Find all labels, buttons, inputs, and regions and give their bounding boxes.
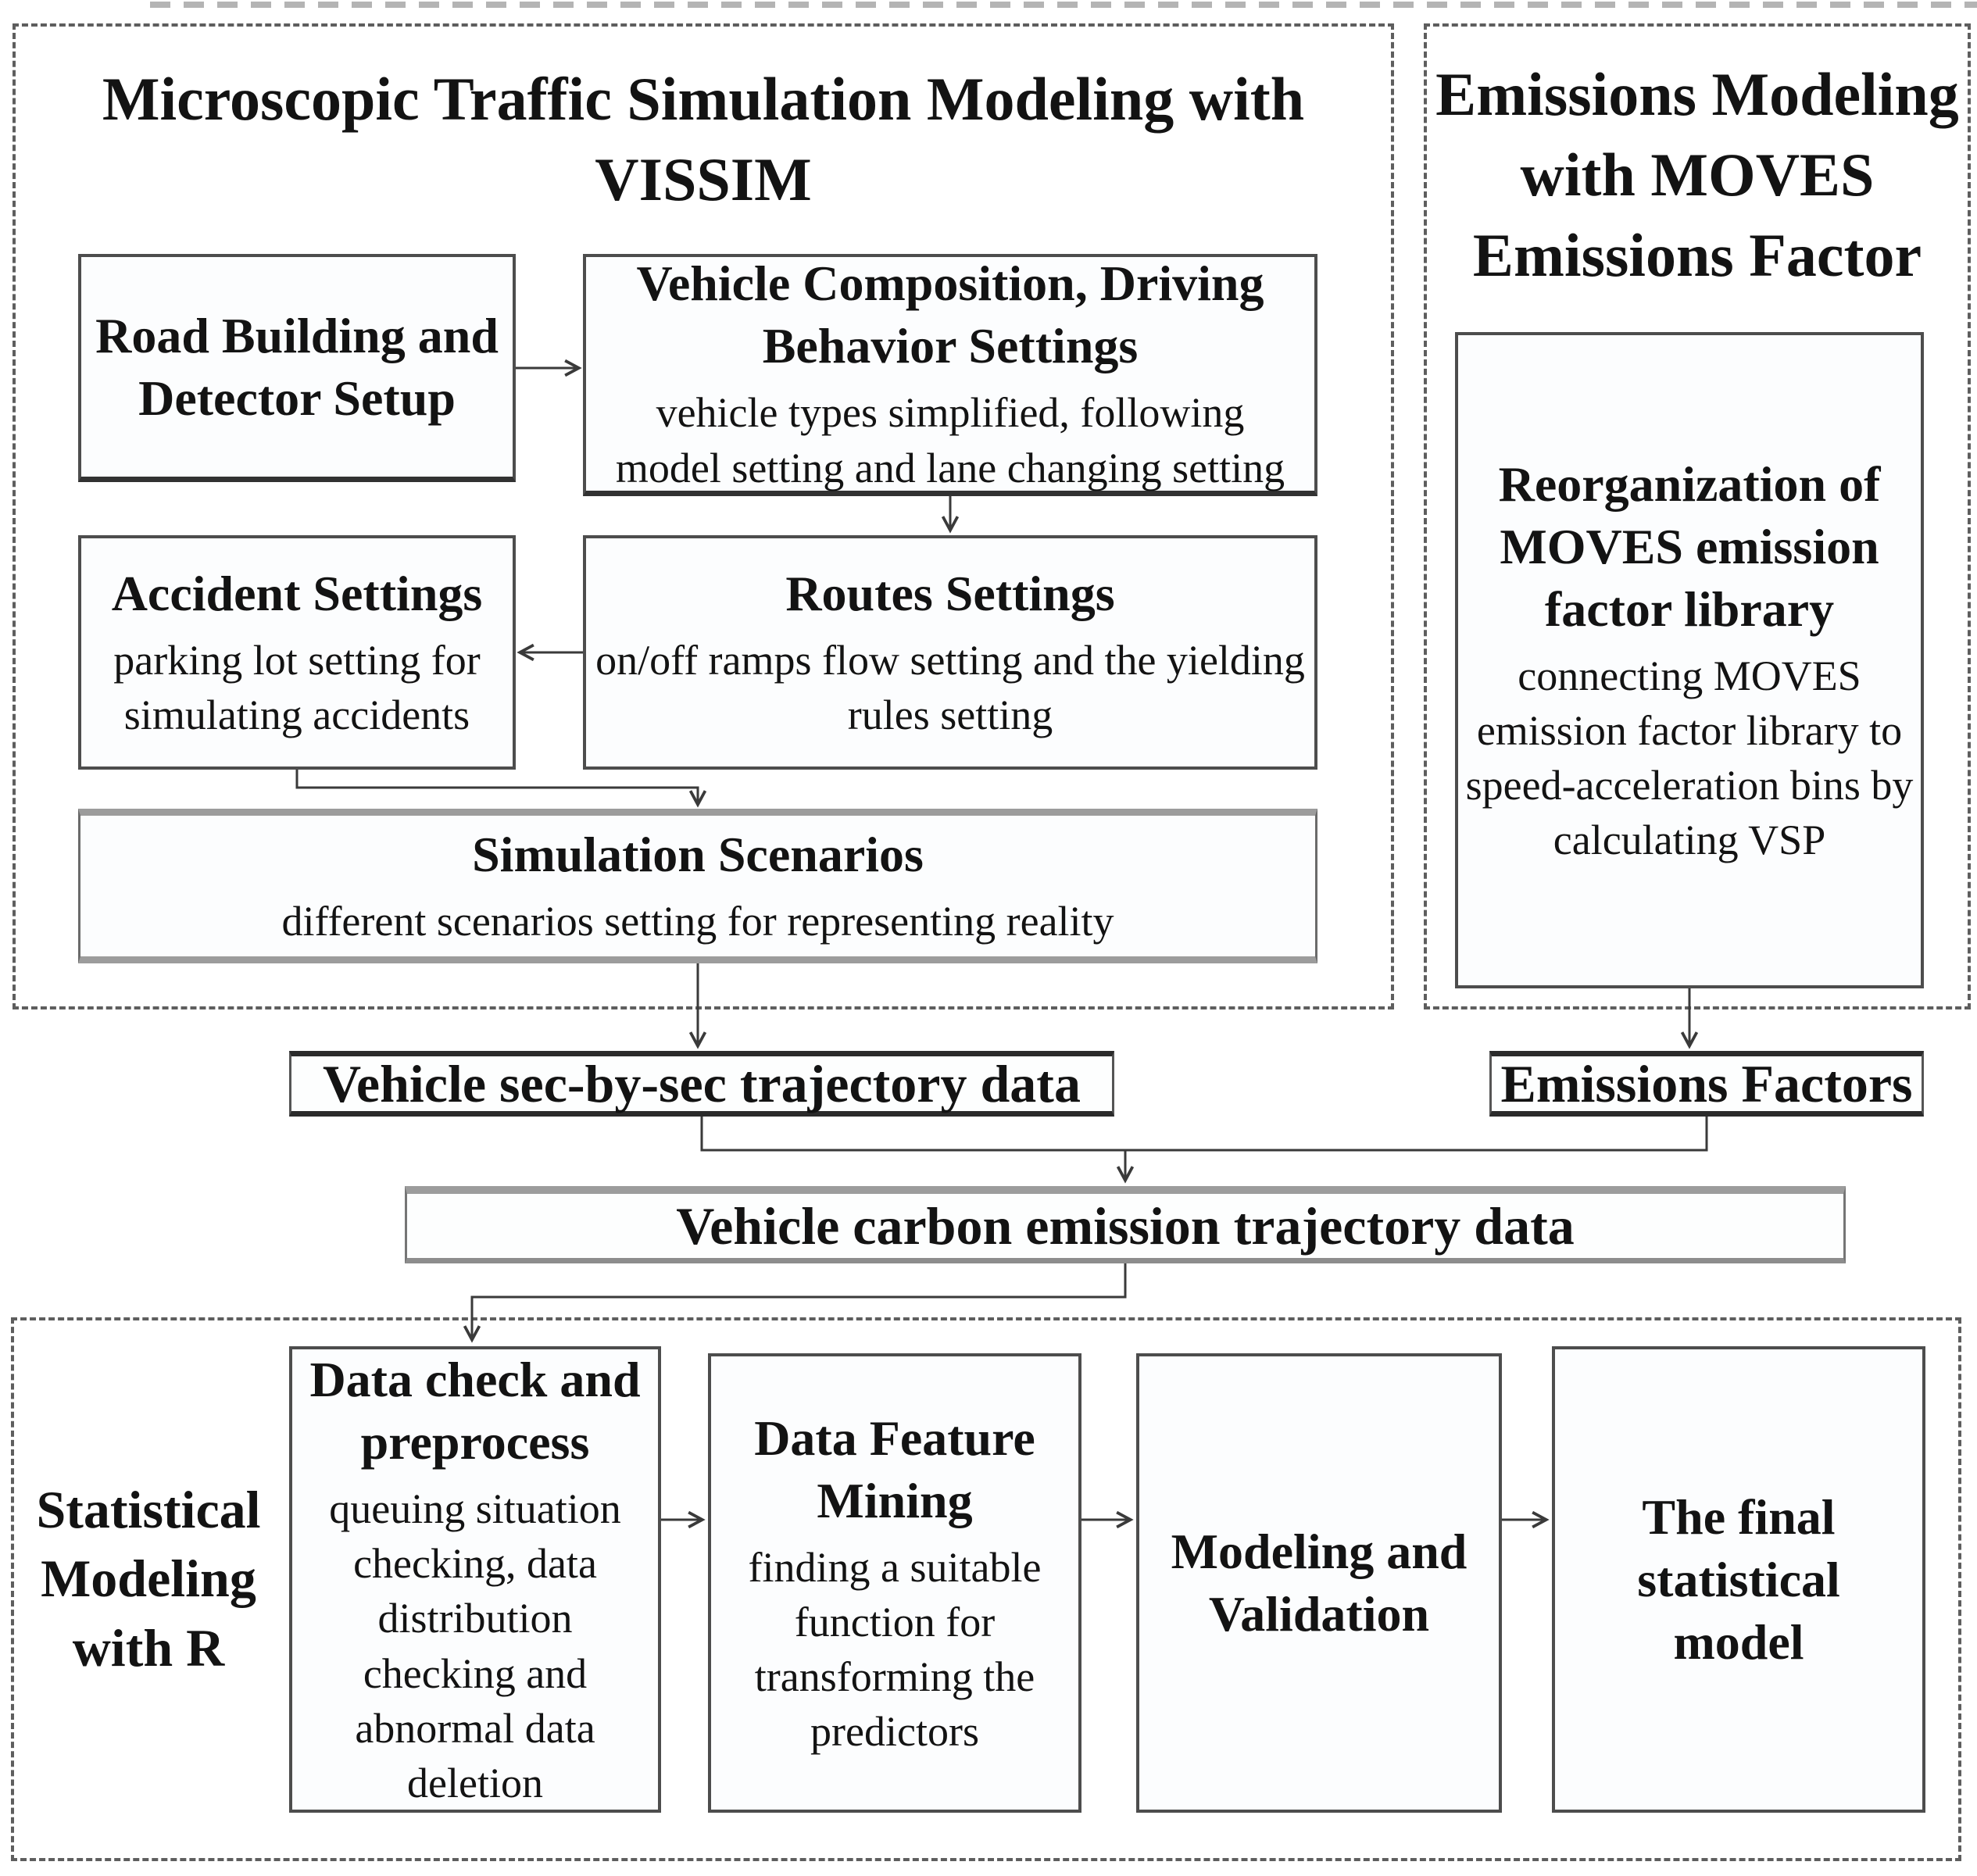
- panel-vissim: Microscopic Traffic Simulation Modeling …: [13, 23, 1394, 1009]
- box-reorganization: Reorganization of MOVES emission factor …: [1455, 332, 1924, 988]
- box-trajectory-data: Vehicle sec-by-sec trajectory data: [289, 1051, 1114, 1117]
- box-vehicle-composition: Vehicle Composition, Driving Behavior Se…: [583, 254, 1317, 496]
- box-carbon-trajectory: Vehicle carbon emission trajectory data: [405, 1186, 1846, 1263]
- box-accident-settings: Accident Settings parking lot setting fo…: [78, 535, 516, 770]
- box-feature-mining: Data Feature Mining finding a suitable f…: [708, 1353, 1081, 1813]
- box-accident-settings-subtitle: parking lot setting for simulating accid…: [113, 636, 481, 738]
- box-data-check-title: Data check and preprocess: [309, 1351, 641, 1470]
- box-road-building: Road Building and Detector Setup: [78, 254, 516, 482]
- label-statistical-modeling-r: Statistical Modeling with R: [36, 1480, 261, 1678]
- panel-moves-title: Emissions Modeling with MOVES Emissions …: [1435, 60, 1959, 289]
- box-vehicle-composition-subtitle: vehicle types simplified, following mode…: [615, 389, 1285, 491]
- box-emissions-factors: Emissions Factors: [1489, 1051, 1924, 1117]
- top-dashed-rule: [150, 2, 1977, 8]
- box-accident-settings-title: Accident Settings: [111, 565, 483, 621]
- connector-join-lines: [700, 1117, 1708, 1152]
- box-routes-settings-title: Routes Settings: [785, 565, 1115, 621]
- panel-moves: Emissions Modeling with MOVES Emissions …: [1424, 23, 1971, 1009]
- box-carbon-trajectory-title: Vehicle carbon emission trajectory data: [676, 1195, 1575, 1256]
- box-feature-mining-title: Data Feature Mining: [754, 1410, 1035, 1528]
- box-data-check: Data check and preprocess queuing situat…: [289, 1346, 661, 1813]
- box-reorganization-subtitle: connecting MOVES emission factor library…: [1465, 652, 1914, 864]
- panel-vissim-title: Microscopic Traffic Simulation Modeling …: [102, 65, 1305, 213]
- box-final-model: The final statistical model: [1552, 1346, 1925, 1813]
- box-simulation-scenarios-subtitle: different scenarios setting for represen…: [281, 897, 1114, 945]
- box-modeling-validation-title: Modeling and Validation: [1171, 1524, 1468, 1642]
- box-simulation-scenarios-title: Simulation Scenarios: [472, 826, 924, 882]
- box-data-check-subtitle: queuing situation checking, data distrib…: [329, 1485, 621, 1806]
- box-emissions-factors-title: Emissions Factors: [1500, 1053, 1913, 1113]
- box-road-building-title: Road Building and Detector Setup: [95, 307, 499, 426]
- box-routes-settings: Routes Settings on/off ramps flow settin…: [583, 535, 1317, 770]
- box-vehicle-composition-title: Vehicle Composition, Driving Behavior Se…: [636, 255, 1264, 374]
- box-modeling-validation: Modeling and Validation: [1136, 1353, 1502, 1813]
- box-trajectory-data-title: Vehicle sec-by-sec trajectory data: [323, 1053, 1081, 1113]
- box-reorganization-title: Reorganization of MOVES emission factor …: [1498, 456, 1881, 637]
- box-final-model-title: The final statistical model: [1637, 1488, 1840, 1670]
- box-simulation-scenarios: Simulation Scenarios different scenarios…: [78, 809, 1317, 963]
- box-feature-mining-subtitle: finding a suitable function for transfor…: [748, 1543, 1042, 1756]
- box-routes-settings-subtitle: on/off ramps flow setting and the yieldi…: [595, 636, 1305, 738]
